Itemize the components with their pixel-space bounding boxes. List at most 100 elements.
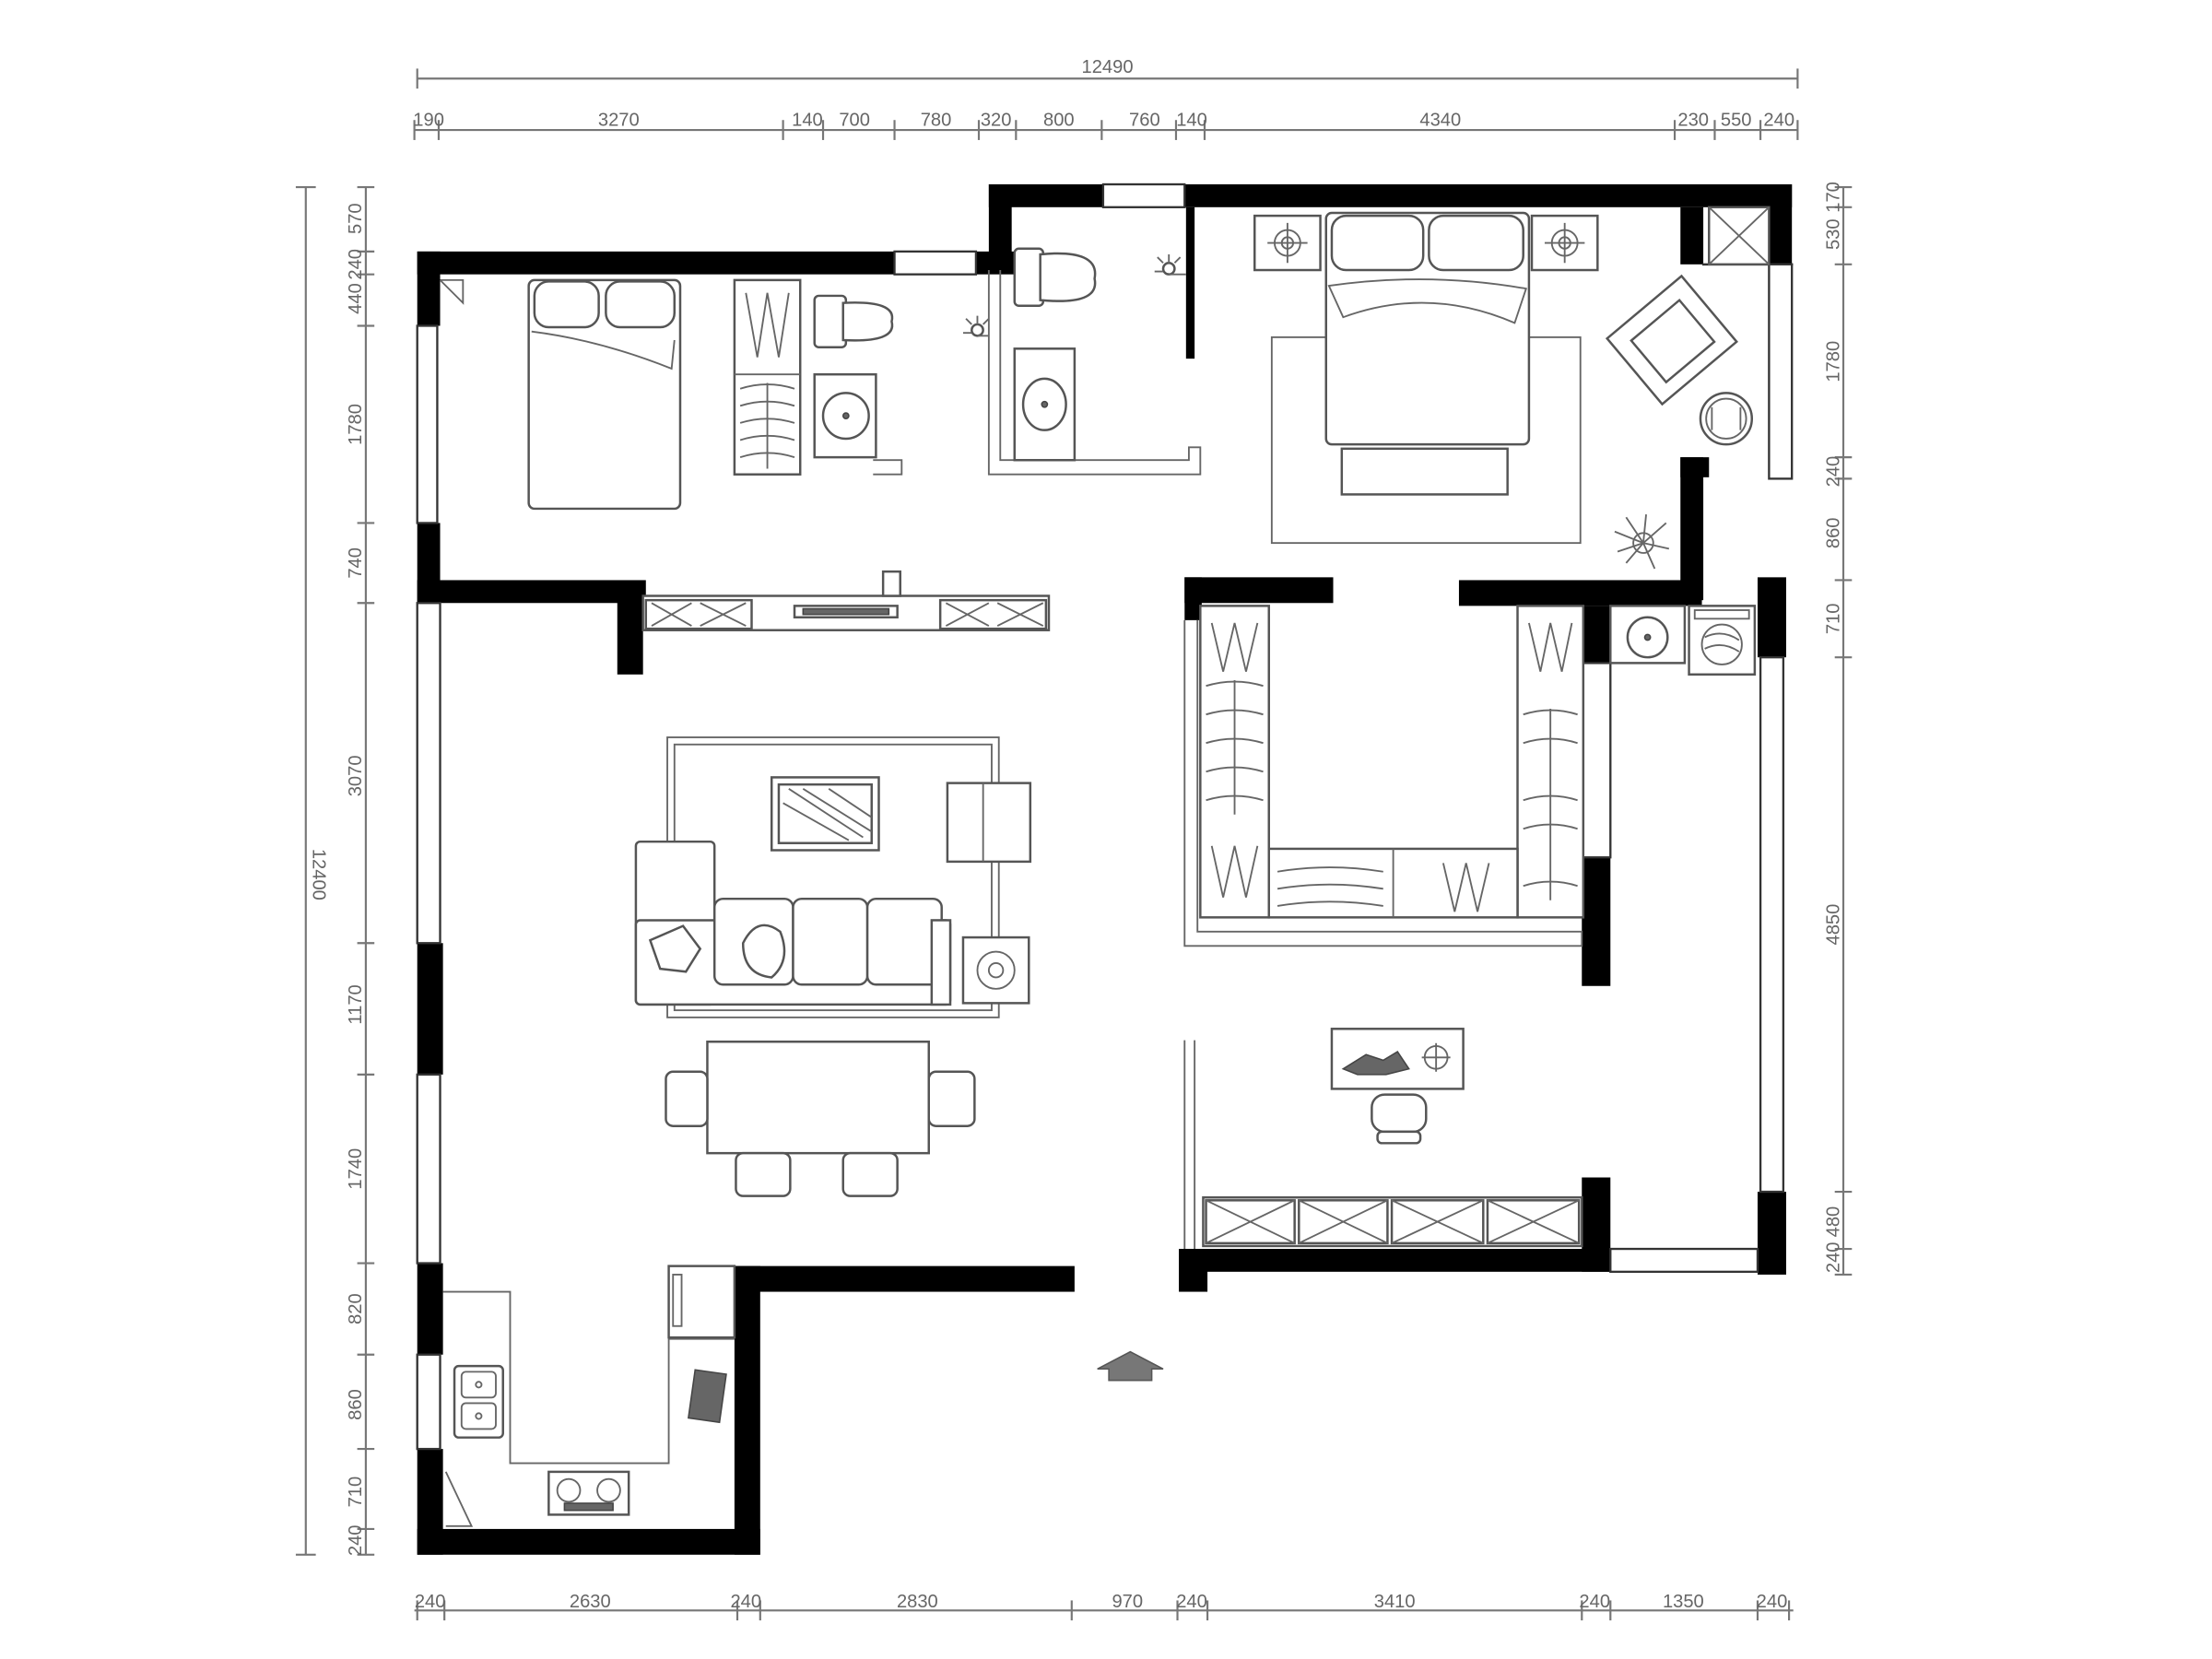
dimension-label-left: 710 <box>346 1477 366 1508</box>
dimension-top-labels: 190 3270 140 700 780 320 800 760 140 4340 230 550 24… <box>413 110 1799 140</box>
dimension-label-left: 3070 <box>346 755 366 796</box>
dimension-label-bottom: 2630 <box>570 1592 611 1612</box>
desk <box>1330 1028 1465 1090</box>
wardrobe-left <box>1199 605 1270 919</box>
dimension-label-left: 1740 <box>346 1148 366 1190</box>
coffee-table <box>770 776 880 852</box>
dining-table <box>665 1040 976 1197</box>
dimension-label-top: 4340 <box>1419 110 1461 130</box>
study <box>1202 1028 1583 1248</box>
dimension-label-bottom: 240 <box>1757 1592 1788 1612</box>
windows <box>416 182 1794 1451</box>
bed-double <box>1324 211 1531 446</box>
bench <box>1340 447 1509 496</box>
cooktop <box>547 1470 630 1516</box>
dimension-label-left: 1780 <box>346 404 366 445</box>
dimension-label-top: 760 <box>1129 110 1160 130</box>
side-table <box>946 782 1032 864</box>
dimension-label-right: 530 <box>1823 218 1843 250</box>
toilet-bedroom-1 <box>813 294 894 348</box>
dimension-label-left: 740 <box>346 547 366 579</box>
dimension-label-top: 780 <box>921 110 952 130</box>
dimension-label-right: 860 <box>1823 517 1843 548</box>
dimension-bottom-labels: 240 2630 240 2830 970 240 3410 240 1350 240 <box>415 1592 1791 1621</box>
armchair <box>1605 274 1738 406</box>
shower-head-icon-2 <box>962 315 990 337</box>
dimension-label-left: 1170 <box>346 984 366 1024</box>
dimension-label-left: 820 <box>346 1293 366 1324</box>
dimension-label-bottom: 970 <box>1112 1592 1143 1612</box>
bathroom <box>962 247 1186 462</box>
tv-cabinet <box>641 570 1051 631</box>
dimension-left-overall: 12400 <box>295 186 329 1556</box>
dimension-label-left: 440 <box>346 283 366 314</box>
lamp-table <box>961 935 1030 1005</box>
entrance-arrow-icon <box>1097 1350 1164 1382</box>
laundry-sink <box>1609 605 1687 665</box>
dimension-label-top: 550 <box>1721 110 1752 130</box>
walls <box>417 184 1793 1555</box>
cabinet-corner <box>1708 206 1771 266</box>
dimension-label-top: 800 <box>1043 110 1075 130</box>
desk-chair <box>1371 1093 1428 1145</box>
dimension-label-top: 230 <box>1677 110 1709 130</box>
dimension-label-top: 190 <box>413 110 444 130</box>
dimension-right-labels: 170 530 1780 240 860 710 4850 480 240 <box>1823 182 1853 1277</box>
dimension-total-height: 12400 <box>309 849 329 900</box>
dimension-label-top: 320 <box>981 110 1012 130</box>
dimension-label-top: 140 <box>1176 110 1207 130</box>
wardrobe-bottom <box>1267 847 1519 919</box>
bookshelf-study <box>1202 1195 1583 1248</box>
dimension-label-left: 860 <box>346 1389 366 1420</box>
dimension-label-right: 710 <box>1823 604 1843 635</box>
dimension-label-bottom: 240 <box>1176 1592 1207 1612</box>
dimension-label-bottom: 3410 <box>1374 1592 1416 1612</box>
dimension-label-bottom: 240 <box>730 1592 761 1612</box>
dimension-label-right: 1780 <box>1823 341 1843 382</box>
nightstand-right <box>1530 214 1599 272</box>
dimension-label-top: 3270 <box>598 110 640 130</box>
trash-bin <box>688 1369 727 1424</box>
dimension-label-left: 570 <box>346 203 366 234</box>
dimension-label-bottom: 240 <box>415 1592 446 1612</box>
sink-bedroom-1 <box>813 372 877 459</box>
kitchen <box>442 1265 736 1527</box>
dimension-label-bottom: 1350 <box>1663 1592 1704 1612</box>
dimension-label-top: 140 <box>792 110 823 130</box>
bedroom-1 <box>439 278 894 511</box>
dimension-label-left: 240 <box>346 249 366 280</box>
dimension-label-left: 240 <box>346 1525 366 1557</box>
dimension-label-top: 700 <box>839 110 870 130</box>
dimension-total-width: 12490 <box>1082 57 1134 77</box>
bed-single <box>527 278 682 511</box>
washing-machine <box>1688 605 1757 677</box>
dimension-top-overall: 12490 <box>416 57 1799 89</box>
laundry <box>1609 605 1757 677</box>
wardrobe-bedroom-1 <box>733 278 802 476</box>
dimension-left-labels: 570 240 440 1780 740 3070 1170 1740 820 860 710 240 <box>346 186 375 1557</box>
dimension-label-bottom: 2830 <box>897 1592 938 1612</box>
sink-bathroom <box>1013 347 1077 462</box>
dimension-label-right: 480 <box>1823 1206 1843 1238</box>
shower-head-icon <box>1154 253 1186 276</box>
living-room <box>634 570 1051 1197</box>
dimension-label-right: 240 <box>1823 1242 1843 1274</box>
kitchen-sink <box>453 1364 504 1439</box>
fridge <box>667 1265 736 1339</box>
wardrobe-right <box>1516 605 1585 919</box>
sofa <box>634 840 952 1006</box>
walk-in-closet <box>1199 605 1585 919</box>
toilet-bathroom <box>1013 247 1097 308</box>
dimension-label-right: 170 <box>1823 182 1843 213</box>
interior-thin-walls <box>873 270 1583 1250</box>
dimension-label-right: 4850 <box>1823 904 1843 946</box>
plant-icon <box>1614 514 1670 570</box>
dimension-label-bottom: 240 <box>1579 1592 1610 1612</box>
nightstand-left <box>1253 214 1322 272</box>
dimension-label-right: 240 <box>1823 456 1843 488</box>
master-bedroom <box>1253 206 1771 570</box>
side-table-round <box>1699 392 1754 446</box>
dimension-label-top: 240 <box>1763 110 1794 130</box>
